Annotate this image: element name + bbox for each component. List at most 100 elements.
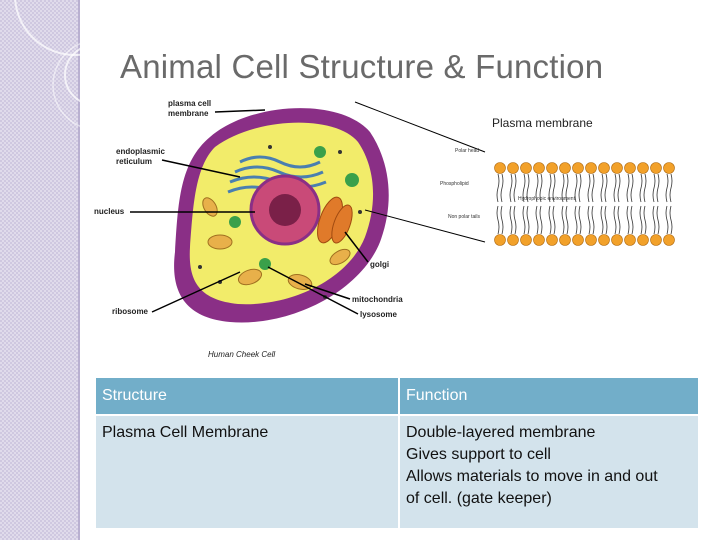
phospholipid-tail	[613, 205, 617, 235]
phospholipid-tail	[591, 205, 595, 235]
svg-text:Hydrophobic environment: Hydrophobic environment	[518, 196, 576, 202]
phospholipid-tail	[513, 205, 517, 235]
svg-text:membrane: membrane	[168, 109, 209, 118]
phospholipid-tail	[639, 205, 643, 235]
phospholipid-tail	[552, 173, 556, 203]
phospholipid-head	[598, 162, 610, 174]
header-structure: Structure	[94, 376, 400, 416]
header-function: Function	[398, 376, 700, 416]
phospholipid-tail	[643, 173, 647, 203]
cell-structure: Plasma Cell Membrane	[94, 414, 400, 530]
phospholipid-head	[611, 162, 623, 174]
svg-text:endoplasmic: endoplasmic	[116, 147, 165, 156]
function-line: Double-layered membrane	[406, 424, 596, 441]
phospholipid-tail	[643, 205, 647, 235]
phospholipid-tail	[552, 205, 556, 235]
phospholipid-head	[494, 162, 506, 174]
phospholipid-tail	[526, 173, 530, 203]
phospholipid-tail	[574, 205, 578, 235]
phospholipid-tail	[626, 173, 630, 203]
phospholipid-tail	[669, 205, 673, 235]
phospholipid-bilayer	[494, 162, 675, 246]
svg-text:Phospholipid: Phospholipid	[440, 181, 469, 187]
animal-cell-diagram: plasma cell membrane endoplasmic reticul…	[94, 99, 675, 359]
phospholipid-tail	[522, 205, 526, 235]
phospholipid-head	[624, 162, 636, 174]
phospholipid-head	[598, 234, 610, 246]
cell-function: Double-layered membrane Gives support to…	[398, 414, 700, 530]
svg-text:Plasma membrane: Plasma membrane	[492, 116, 593, 130]
svg-text:nucleus: nucleus	[94, 207, 125, 216]
phospholipid-head	[559, 162, 571, 174]
phospholipid-head	[494, 234, 506, 246]
phospholipid-head	[533, 162, 545, 174]
phospholipid-tail	[548, 173, 552, 203]
phospholipid-tail	[665, 205, 669, 235]
phospholipid-tail	[561, 173, 565, 203]
phospholipid-head	[520, 162, 532, 174]
phospholipid-tail	[509, 205, 513, 235]
svg-text:Human Cheek Cell: Human Cheek Cell	[208, 350, 275, 359]
phospholipid-head	[533, 234, 545, 246]
phospholipid-tail	[652, 205, 656, 235]
phospholipid-head	[572, 162, 584, 174]
phospholipid-head	[520, 234, 532, 246]
phospholipid-tail	[617, 173, 621, 203]
phospholipid-head	[650, 234, 662, 246]
phospholipid-tail	[626, 205, 630, 235]
phospholipid-tail	[656, 173, 660, 203]
phospholipid-tail	[604, 205, 608, 235]
phospholipid-tail	[496, 173, 500, 203]
phospholipid-tail	[509, 173, 513, 203]
phospholipid-tail	[630, 173, 634, 203]
phospholipid-head	[546, 162, 558, 174]
phospholipid-head	[559, 234, 571, 246]
table-row: Plasma Cell Membrane Double-layered memb…	[94, 414, 700, 530]
structure-function-table: Structure Function Plasma Cell Membrane …	[94, 376, 700, 530]
phospholipid-tail	[500, 173, 504, 203]
phospholipid-tail	[535, 173, 539, 203]
phospholipid-tail	[565, 205, 569, 235]
phospholipid-tail	[665, 173, 669, 203]
phospholipid-tail	[604, 173, 608, 203]
svg-text:Polar head: Polar head	[455, 148, 479, 154]
phospholipid-tail	[587, 205, 591, 235]
phospholipid-head	[663, 162, 675, 174]
phospholipid-tail	[535, 205, 539, 235]
sidebar-edge	[78, 0, 80, 540]
phospholipid-tail	[578, 205, 582, 235]
table-header-row: Structure Function	[94, 376, 700, 416]
phospholipid-tail	[548, 205, 552, 235]
function-line: of cell. (gate keeper)	[406, 490, 552, 507]
svg-text:mitochondria: mitochondria	[352, 295, 403, 304]
phospholipid-tail	[526, 205, 530, 235]
svg-text:Non polar tails: Non polar tails	[448, 214, 480, 220]
function-line: Gives support to cell	[406, 446, 551, 463]
slide-title: Animal Cell Structure & Function	[120, 48, 604, 85]
golgi	[317, 196, 353, 244]
nucleolus	[269, 194, 301, 226]
svg-text:golgi: golgi	[370, 260, 389, 269]
phospholipid-tail	[591, 173, 595, 203]
phospholipid-tail	[539, 205, 543, 235]
phospholipid-tail	[639, 173, 643, 203]
phospholipid-head	[637, 162, 649, 174]
phospholipid-head	[572, 234, 584, 246]
svg-text:lysosome: lysosome	[360, 310, 397, 319]
phospholipid-head	[663, 234, 675, 246]
phospholipid-tail	[574, 173, 578, 203]
phospholipid-tail	[617, 205, 621, 235]
svg-text:ribosome: ribosome	[112, 307, 149, 316]
phospholipid-tail	[600, 205, 604, 235]
phospholipid-head	[507, 234, 519, 246]
phospholipid-tail	[539, 173, 543, 203]
phospholipid-head	[507, 162, 519, 174]
svg-text:plasma cell: plasma cell	[168, 99, 211, 108]
phospholipid-tail	[522, 173, 526, 203]
phospholipid-head	[611, 234, 623, 246]
phospholipid-head	[624, 234, 636, 246]
svg-text:reticulum: reticulum	[116, 157, 152, 166]
phospholipid-head	[585, 162, 597, 174]
phospholipid-head	[637, 234, 649, 246]
phospholipid-tail	[587, 173, 591, 203]
